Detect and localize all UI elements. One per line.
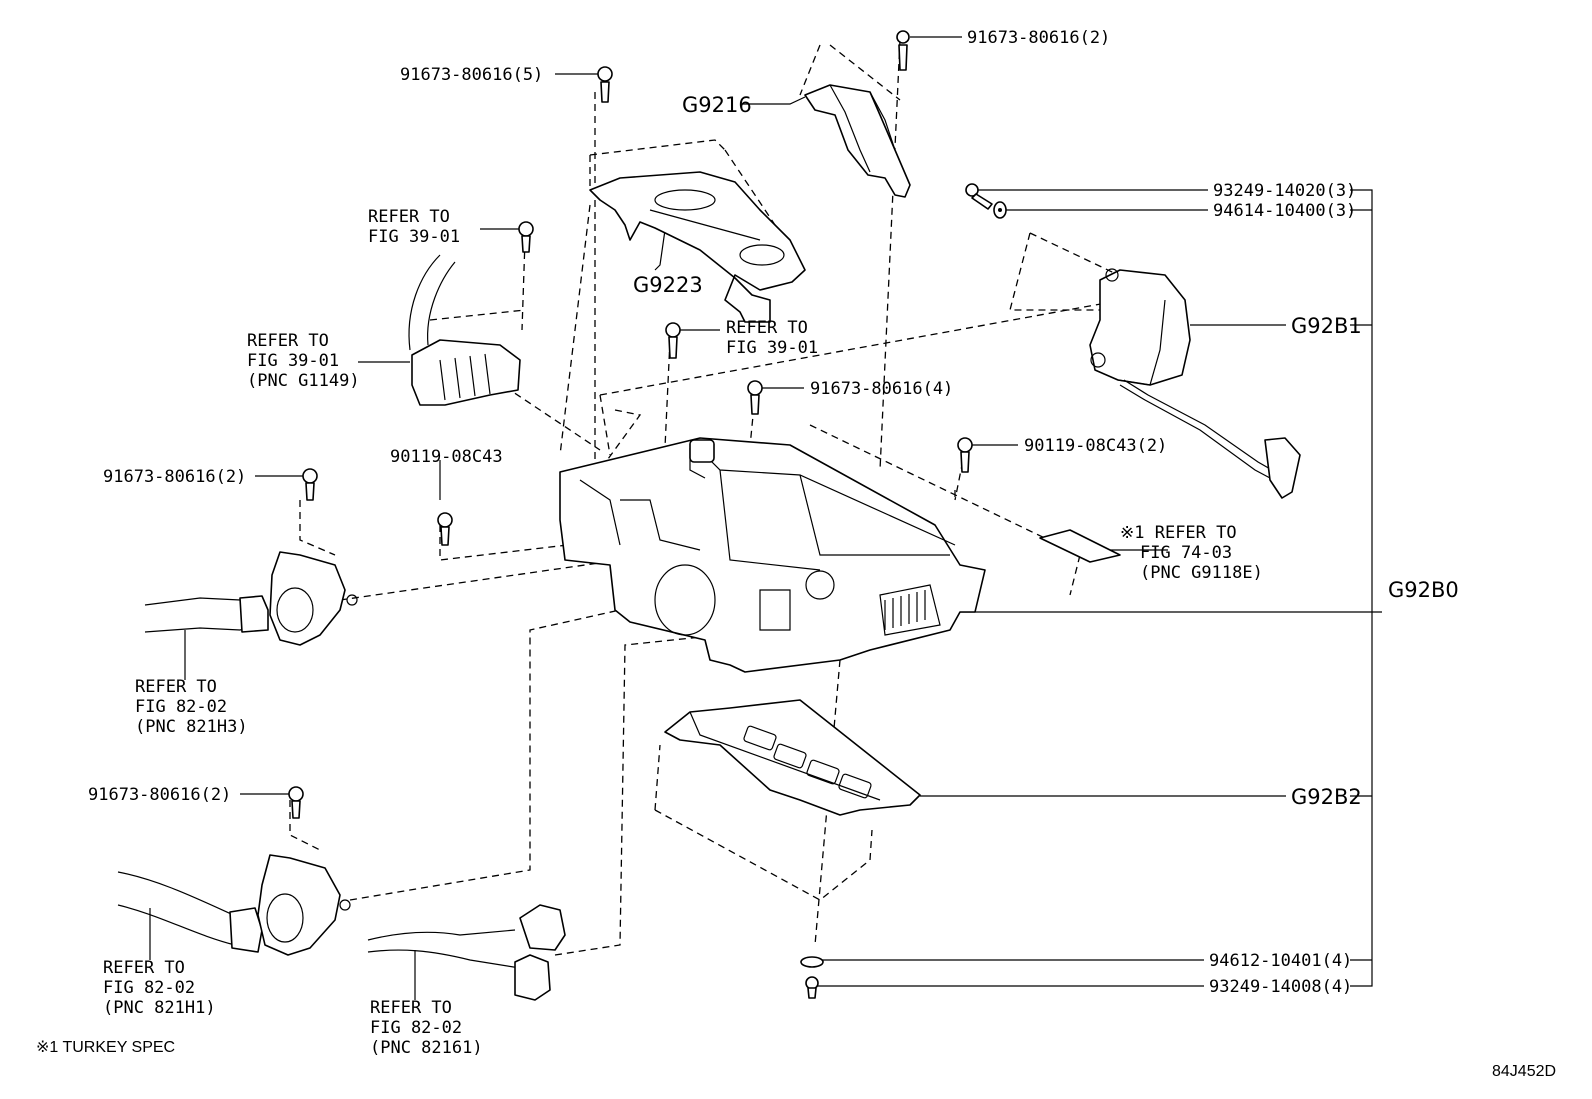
- under-cover-g92b2: [664, 699, 921, 816]
- label-c19: 91673-80616(2): [88, 785, 231, 805]
- callout-line: REFER TO: [368, 207, 450, 227]
- callout-line: FIG 39-01: [368, 227, 460, 247]
- bracket-g9216: [804, 84, 911, 198]
- label-c4: 93249-14020(3): [1213, 181, 1356, 201]
- callout-line: G9216: [682, 93, 752, 117]
- callout-line: REFER TO: [1155, 523, 1237, 543]
- callout-line: REFER TO: [726, 318, 808, 338]
- harness-821h1: [117, 854, 351, 956]
- callout-line: 91673-80616(5): [400, 65, 543, 85]
- bolt-93249-14008: [805, 976, 819, 999]
- callout-line: G92B2: [1291, 785, 1362, 809]
- insulator-sheet: [1039, 529, 1121, 563]
- callout-line: G9223: [633, 273, 703, 297]
- bolt-90119-right: [957, 437, 973, 473]
- callout-line: 91673-80616(2): [88, 785, 231, 805]
- plate-g9223: [589, 171, 806, 323]
- callout-line: FIG 39-01: [726, 338, 818, 358]
- bolt-g1149-connector: [518, 221, 534, 253]
- label-c13: 90119-08C43(2): [1024, 436, 1167, 456]
- callout-line: 93249-14020(3): [1213, 181, 1356, 201]
- callout-line: (PNC 82161): [370, 1038, 483, 1058]
- washer-94612-10401: [800, 956, 824, 968]
- callout-line: (PNC G1149): [247, 371, 360, 391]
- label-c12: 90119-08C43: [390, 447, 503, 467]
- leader-lines: [149, 36, 1382, 1000]
- bolt-91673-left-mid: [302, 468, 318, 501]
- callout-labels: 91673-80616(2) 91673-80616(5) G9216 9324…: [36, 28, 1556, 1080]
- label-c3: G9216: [682, 93, 752, 117]
- label-c5: 94614-10400(3): [1213, 201, 1356, 221]
- label-c18: G92B2: [1291, 785, 1362, 809]
- label-c20: 94612-10401(4): [1209, 951, 1352, 971]
- callout-line: 94612-10401(4): [1209, 951, 1352, 971]
- label-c2: 91673-80616(5): [400, 65, 543, 85]
- callout-line: FIG 82-02: [370, 1018, 462, 1038]
- callout-line: FIG 74-03: [1140, 543, 1232, 563]
- callout-line: REFER TO: [135, 677, 217, 697]
- label-c7: G9223: [633, 273, 703, 297]
- callout-line: 91673-80616(2): [103, 467, 246, 487]
- bolt-91673-top-left: [597, 66, 613, 103]
- label-c8: G92B1: [1291, 314, 1362, 338]
- harness-82161: [367, 904, 566, 1001]
- callout-line: 91673-80616(2): [967, 28, 1110, 48]
- bolt-refer-39-01-center: [665, 322, 681, 359]
- bolt-93249-14020: [965, 183, 993, 210]
- callout-line: FIG 82-02: [103, 978, 195, 998]
- bolt-91673-top-right: [896, 30, 910, 71]
- callout-line: 91673-80616(4): [810, 379, 953, 399]
- harness-821h3: [144, 551, 358, 646]
- sensor-g92b1: [1089, 268, 1301, 499]
- label-c21: 93249-14008(4): [1209, 977, 1352, 997]
- bolt-91673-left-low: [288, 786, 304, 819]
- callout-line: 94614-10400(3): [1213, 201, 1356, 221]
- label-c1: 91673-80616(2): [967, 28, 1110, 48]
- callout-line: 93249-14008(4): [1209, 977, 1352, 997]
- bolt-91673-center: [747, 380, 763, 415]
- callout-line: G92B1: [1291, 314, 1362, 338]
- callout-line: REFER TO: [247, 331, 329, 351]
- inverter-assembly-g92b0: [559, 437, 986, 673]
- callout-line: (PNC G9118E): [1140, 563, 1263, 583]
- callout-line: ※1: [1120, 523, 1155, 543]
- callout-line: REFER TO: [103, 958, 185, 978]
- bolt-90119-left: [437, 512, 453, 546]
- label-c11: 91673-80616(4): [810, 379, 953, 399]
- callout-line: 90119-08C43(2): [1024, 436, 1167, 456]
- callout-line: REFER TO: [370, 998, 452, 1018]
- callout-line: 90119-08C43: [390, 447, 503, 467]
- footnote: ※1 TURKEY SPEC: [36, 1039, 175, 1056]
- diagram-id: 84J452D: [1492, 1063, 1556, 1080]
- connector-g1149: [408, 254, 521, 406]
- label-c16: G92B0: [1388, 578, 1459, 602]
- callout-line: G92B0: [1388, 578, 1459, 602]
- assembly-dashed-lines: [289, 39, 1151, 956]
- callout-line: FIG 39-01: [247, 351, 339, 371]
- callout-line: FIG 82-02: [135, 697, 227, 717]
- washer-94614-10400: [993, 201, 1007, 219]
- callout-line: (PNC 821H3): [135, 717, 248, 737]
- label-c14: 91673-80616(2): [103, 467, 246, 487]
- callout-line: (PNC 821H1): [103, 998, 216, 1018]
